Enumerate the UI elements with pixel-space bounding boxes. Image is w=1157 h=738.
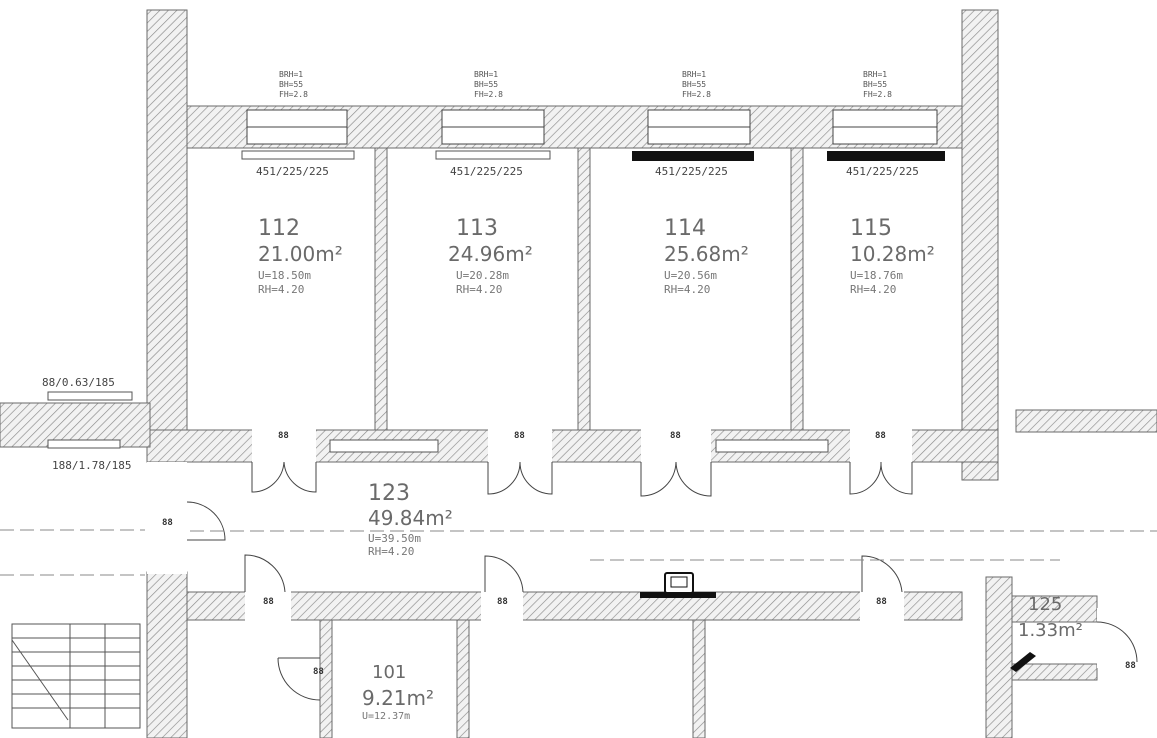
room-113-number: 113 <box>456 216 498 241</box>
door-tag: 88 <box>497 597 508 607</box>
door-openings <box>147 428 1117 668</box>
walls <box>0 9 1157 738</box>
room-114-height: RH=4.20 <box>664 283 711 296</box>
partition-114-115 <box>790 147 804 431</box>
room-113-perimeter: U=20.28m <box>456 269 509 282</box>
window-note-113: BRH=1 BH=55 FH=2.8 <box>474 70 503 100</box>
room-115-number: 115 <box>850 216 892 241</box>
room-123-perimeter: U=39.50m <box>368 532 421 545</box>
room-101-perimeter: U=12.37m <box>362 711 411 722</box>
window-note-line: FH=2.8 <box>474 90 503 99</box>
room-113-area: 24.96m² <box>448 242 533 266</box>
window-openings <box>246 109 938 145</box>
window-label-113: 451/225/225 <box>450 165 523 178</box>
room-115-height: RH=4.20 <box>850 283 897 296</box>
corridor-lines <box>0 529 1157 576</box>
window-note-112: BRH=1 BH=55 FH=2.8 <box>279 70 308 100</box>
window-note-line: BRH=1 <box>863 70 888 79</box>
room-125-area: 1.33m² <box>1018 620 1083 641</box>
partition-lower-2 <box>456 619 470 738</box>
room-101-area: 9.21m² <box>362 686 435 710</box>
staircase <box>11 623 141 729</box>
window-note-line: BRH=1 <box>279 70 304 79</box>
room-101-number: 101 <box>372 662 407 683</box>
door-swings <box>186 461 1138 701</box>
opening-markers <box>47 391 133 449</box>
partition-113-114 <box>577 147 591 431</box>
window-note-line: FH=2.8 <box>279 90 308 99</box>
window-note-114: BRH=1 BH=55 FH=2.8 <box>682 70 711 100</box>
room-113-height: RH=4.20 <box>456 283 503 296</box>
wall-small-room-bot <box>1011 663 1098 681</box>
door-tag: 88 <box>875 431 886 441</box>
room-123-area: 49.84m² <box>368 506 453 530</box>
wall-west-lower <box>146 571 188 738</box>
window-note-line: BH=55 <box>474 80 499 89</box>
window-label-115: 451/225/225 <box>846 165 919 178</box>
door-tag: 88 <box>263 597 274 607</box>
wall-east-stub <box>1015 409 1157 433</box>
room-112-perimeter: U=18.50m <box>258 269 311 282</box>
window-note-line: BH=55 <box>863 80 888 89</box>
partition-112-113 <box>374 147 388 431</box>
room-114-number: 114 <box>664 216 706 241</box>
door-tag: 88 <box>514 431 525 441</box>
room-123-height: RH=4.20 <box>368 545 415 558</box>
window-note-line: BRH=1 <box>682 70 707 79</box>
door-tag: 88 <box>876 597 887 607</box>
room-112-area: 21.00m² <box>258 242 343 266</box>
door-tag: 88 <box>670 431 681 441</box>
door-tag: 88 <box>278 431 289 441</box>
wall-west-upper <box>146 9 188 431</box>
corridor-wall-strips <box>329 439 829 453</box>
room-115-perimeter: U=18.76m <box>850 269 903 282</box>
window-note-line: BRH=1 <box>474 70 499 79</box>
window-note-line: FH=2.8 <box>863 90 892 99</box>
wall-east-upper <box>961 9 999 481</box>
room-123-number: 123 <box>368 481 410 506</box>
window-label-112: 451/225/225 <box>256 165 329 178</box>
room-112-height: RH=4.20 <box>258 283 305 296</box>
wall-east-lower <box>985 576 1013 738</box>
equipment <box>640 572 1036 672</box>
window-note-115: BRH=1 BH=55 FH=2.8 <box>863 70 892 100</box>
partition-lower-3 <box>692 619 706 738</box>
wall-corridor-south <box>186 591 963 621</box>
window-label-114: 451/225/225 <box>655 165 728 178</box>
window-sills <box>241 150 945 161</box>
door-tag: 88 <box>1125 661 1136 671</box>
window-note-line: FH=2.8 <box>682 90 711 99</box>
room-125-number: 125 <box>1028 594 1063 615</box>
room-114-area: 25.68m² <box>664 242 749 266</box>
west-opening-upper: 88/0.63/185 <box>42 376 115 389</box>
room-112-number: 112 <box>258 216 300 241</box>
room-115-area: 10.28m² <box>850 242 935 266</box>
wall-small-room-top <box>1011 595 1098 623</box>
door-tag: 88 <box>313 667 324 677</box>
window-note-line: BH=55 <box>682 80 707 89</box>
window-note-line: BH=55 <box>279 80 304 89</box>
room-114-perimeter: U=20.56m <box>664 269 717 282</box>
door-tag: 88 <box>162 518 173 528</box>
west-opening-lower: 188/1.78/185 <box>52 459 132 472</box>
partition-lower-1 <box>319 619 333 738</box>
